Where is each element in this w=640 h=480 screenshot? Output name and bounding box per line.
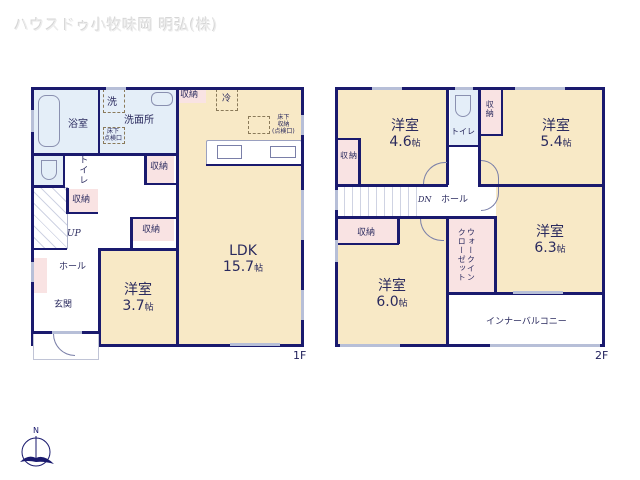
staircase-2f [337, 186, 417, 216]
storage-d [337, 218, 399, 244]
storage-stair-label: 収納 [72, 195, 91, 205]
storage-a-label: 収納 [340, 151, 358, 160]
bedroom-1f [100, 250, 176, 344]
walk-in-closet [448, 218, 494, 292]
ldk-label: LDK 15.7帖 [222, 243, 264, 276]
room-6-0-label: 洋室 6.0帖 [376, 278, 408, 311]
storage-mid-label: 収納 [150, 162, 169, 172]
room-6-3 [496, 187, 602, 292]
floor-2-label: 2F [595, 349, 609, 362]
floor-1-plan: 浴室 洗面所 洗 床下 点検口 トイレ 収納 冷 床下 収納 (点検口) 収納 … [0, 0, 320, 380]
storage-lower [133, 219, 174, 241]
storage-mid [146, 155, 174, 183]
storage-b-fill [481, 89, 501, 135]
hall-2f-label: ホール [441, 195, 469, 205]
hatch-space [103, 127, 125, 144]
bathtub-icon [38, 95, 60, 147]
floor-2-plan: 洋室 4.6帖 洋室 5.4帖 洋室 6.3帖 洋室 6.0帖 トイレ 収納 収… [335, 87, 609, 362]
compass-icon: N [14, 426, 58, 472]
walk-in-closet-label: ウォークイン クローゼット [457, 228, 476, 282]
compass-north-label: N [33, 426, 39, 435]
washbasin-icon [151, 92, 173, 106]
watermark: ハウスドゥ小牧味岡 明弘(株) [14, 16, 218, 34]
storage-lower-label: 収納 [142, 225, 161, 235]
room-5-4-label: 洋室 5.4帖 [540, 118, 572, 151]
storage-stair [68, 189, 98, 213]
bath-label: 浴室 [68, 119, 88, 130]
inner-balcony [448, 294, 602, 344]
washroom [100, 89, 176, 153]
bedroom-1f-label: 洋室 3.7帖 [122, 282, 154, 315]
underfloor-storage-label: 床下 収納 (点検口) [272, 114, 295, 135]
storage-top-label: 収納 [180, 90, 199, 100]
sink-icon [217, 145, 242, 159]
room-4-6-label: 洋室 4.6帖 [389, 118, 421, 151]
shoe-closet [33, 258, 47, 293]
entry-porch [33, 334, 99, 360]
toilet-bowl-icon [41, 160, 57, 180]
staircase-1f [33, 187, 68, 249]
washer-label: 洗 [107, 97, 117, 108]
kitchen-counter [206, 140, 302, 166]
toilet-bowl-2f-icon [455, 95, 471, 117]
washroom-label: 洗面所 [124, 115, 154, 126]
toilet-2f-label: トイレ [451, 127, 475, 136]
underfloor-hatch-label: 床下 点検口 [104, 128, 123, 142]
storage-d-label: 収納 [357, 228, 376, 238]
room-6-3-label: 洋室 6.3帖 [534, 224, 566, 257]
fridge-label: 冷 [222, 94, 232, 104]
underfloor-storage-space [248, 116, 270, 134]
ldk-room [178, 89, 302, 344]
stove-icon [270, 146, 296, 158]
storage-a [337, 138, 359, 184]
storage-b-label: 収納 [485, 100, 495, 118]
floor-1-label: 1F [293, 349, 307, 362]
entrance-label: 玄関 [54, 300, 73, 310]
balcony-label: インナーバルコニー [486, 317, 567, 327]
stairs-up-label: UP [67, 229, 81, 239]
storage-top [178, 89, 206, 103]
stairs-down-label: DN [418, 195, 432, 204]
toilet-1f-label: トイレ [77, 155, 88, 185]
hall-1f-label: ホール [59, 262, 87, 272]
